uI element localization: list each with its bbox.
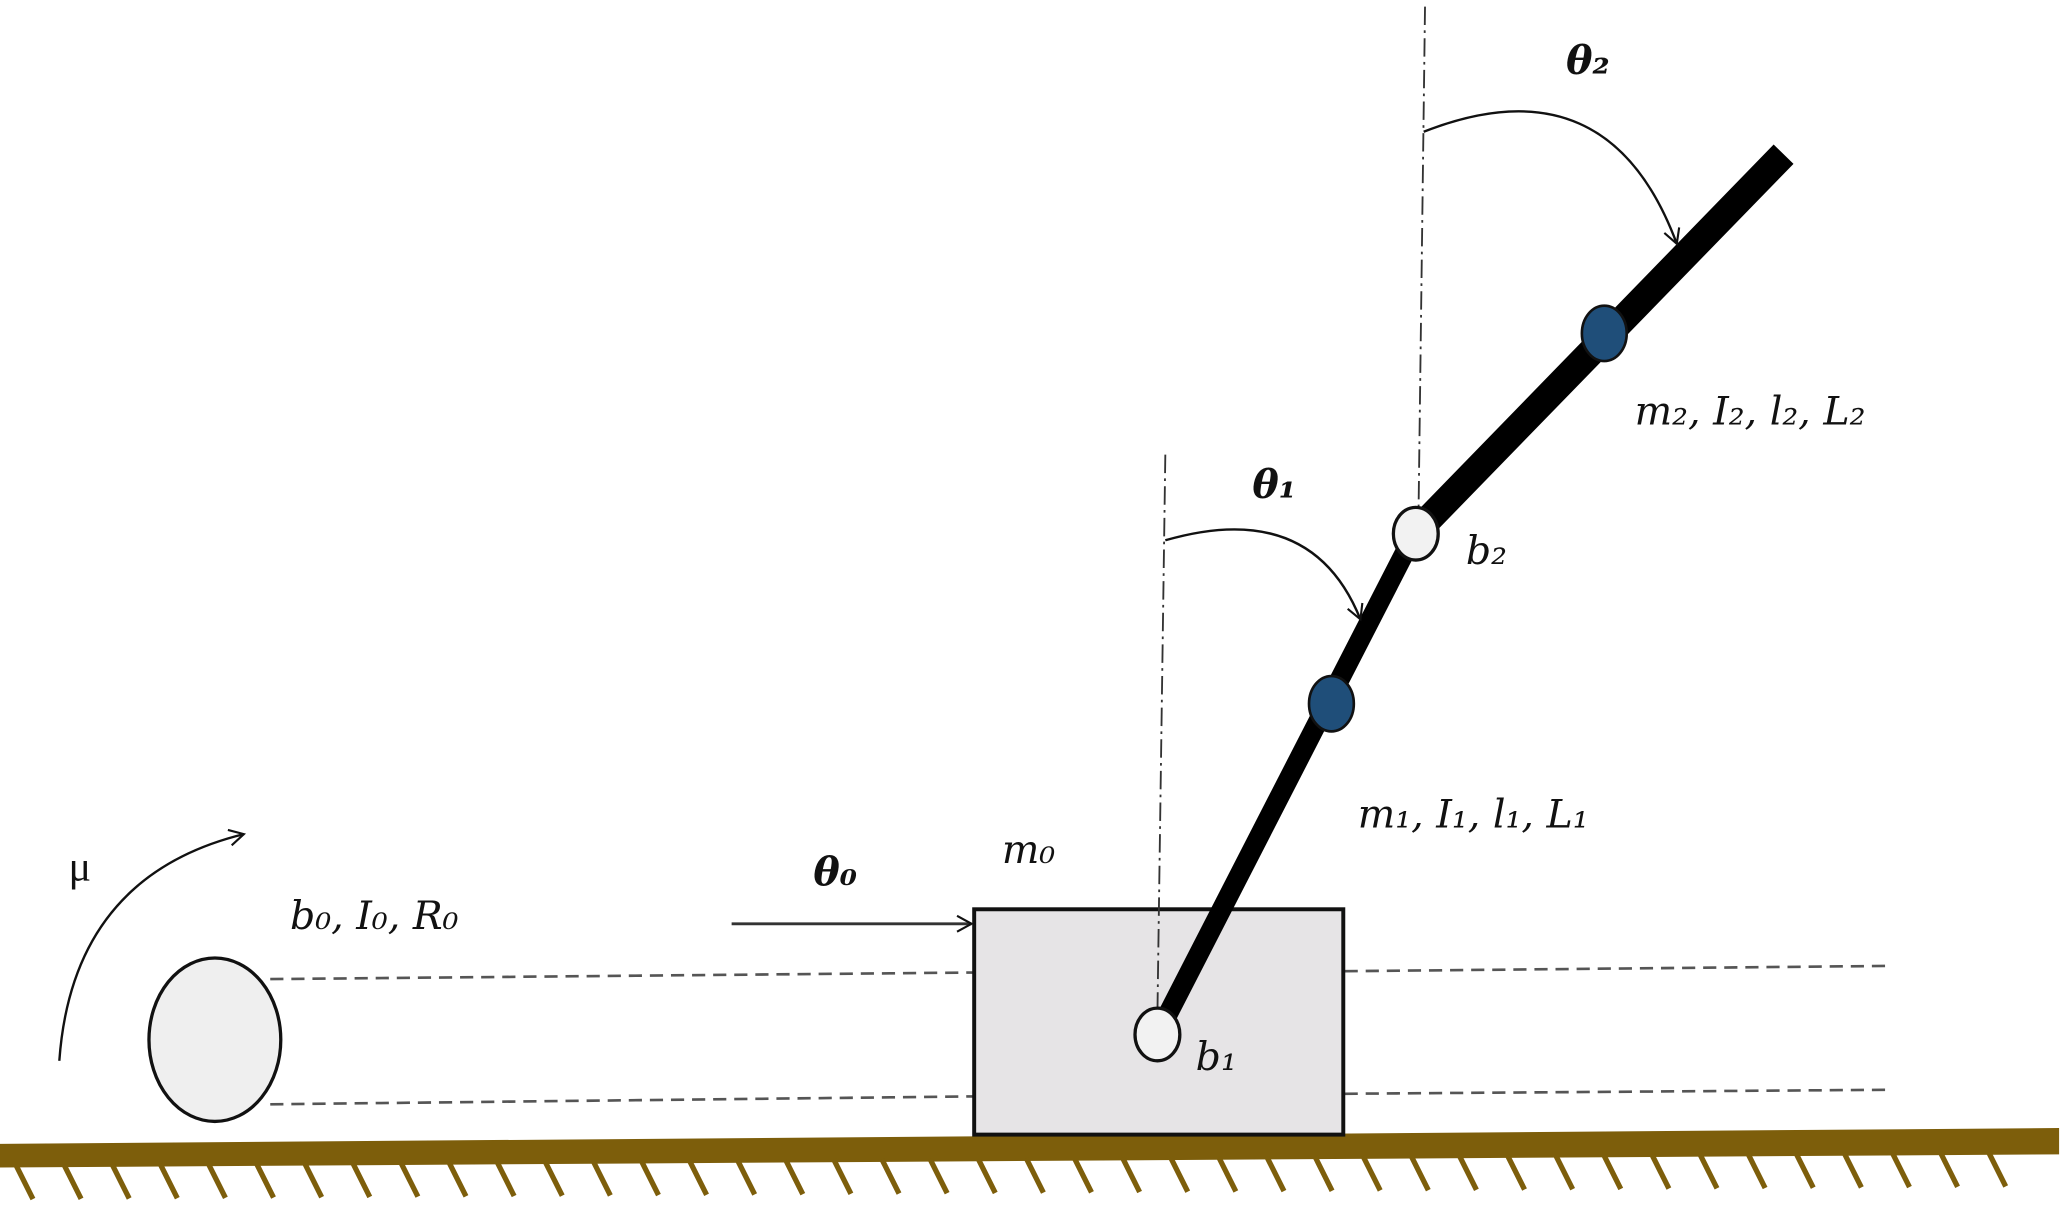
- ground-hatch-mark: [1745, 1152, 1768, 1190]
- ground-hatch-mark: [1264, 1155, 1287, 1193]
- ground-hatch-mark: [1938, 1151, 1960, 1188]
- theta1-arc-arrow: [1164, 528, 1364, 622]
- ground-hatch-mark: [398, 1161, 421, 1198]
- ground-hatch-mark: [687, 1159, 709, 1196]
- label-b1: b₁: [1196, 1034, 1237, 1080]
- ground-hatch-mark: [1986, 1151, 2009, 1188]
- ground-hatch-mark: [1168, 1156, 1191, 1193]
- ground-hatch-mark: [1312, 1155, 1335, 1192]
- ground-hatch-mark: [205, 1162, 228, 1200]
- ground-hatch-mark: [1360, 1155, 1383, 1192]
- pendulum-link-1: [1148, 529, 1424, 1039]
- label-mu: μ: [69, 843, 92, 890]
- ground-hatch-mark: [1697, 1152, 1720, 1190]
- joint-b2: [1391, 505, 1440, 562]
- ground-hatch-mark: [254, 1162, 276, 1199]
- ground-hatch-mark: [13, 1163, 36, 1201]
- label-theta1: θ₁: [1252, 462, 1296, 508]
- ground-hatch-mark: [735, 1159, 758, 1196]
- ground-hatch-mark: [1456, 1154, 1479, 1192]
- label-wheel-params: b₀, I₀, R₀: [290, 893, 459, 939]
- label-link2-params: m₂, I₂, l₂, L₂: [1635, 388, 1866, 434]
- ground-hatch-mark: [1023, 1157, 1046, 1194]
- label-b2: b₂: [1466, 528, 1507, 574]
- ground-hatch-mark: [879, 1158, 902, 1195]
- ground-hatch-mark: [542, 1160, 565, 1197]
- ground-hatch-mark: [494, 1160, 517, 1198]
- ground-hatch-mark: [446, 1160, 469, 1198]
- guide-lines: [270, 964, 1886, 1106]
- ground-hatch-mark: [590, 1159, 613, 1197]
- vertical-reference-link2: [1417, 6, 1426, 521]
- ground-hatch-mark: [157, 1162, 180, 1200]
- guide-line-top-right: [1344, 964, 1886, 973]
- ground-hatch-mark: [975, 1157, 998, 1195]
- guide-line-top-left: [270, 971, 973, 981]
- guide-line-bottom-right: [1344, 1088, 1886, 1096]
- ground-band: [0, 1128, 2060, 1168]
- ground-hatch-mark: [1889, 1151, 1912, 1189]
- theta2-arc-arrow: [1423, 110, 1681, 246]
- label-m0: m₀: [1002, 827, 1055, 873]
- ground-hatch-mark: [1216, 1155, 1239, 1193]
- guide-line-bottom-left: [270, 1095, 973, 1106]
- label-theta0: θ₀: [813, 850, 857, 896]
- ground-hatch-mark: [1553, 1153, 1576, 1191]
- ground: [0, 1128, 2060, 1201]
- ground-hatch-mark: [350, 1161, 373, 1199]
- ground-hatch-mark: [1505, 1154, 1527, 1191]
- ground-hatch-mark: [1649, 1153, 1672, 1190]
- ground-hatching: [13, 1151, 2009, 1201]
- ground-hatch-mark: [831, 1158, 854, 1196]
- mu-rotation-arrow: [58, 828, 247, 1061]
- ground-hatch-mark: [1601, 1153, 1624, 1191]
- ground-hatch-mark: [783, 1158, 806, 1196]
- ground-hatch-mark: [638, 1159, 661, 1197]
- mass-link-1: [1307, 674, 1356, 733]
- ground-hatch-mark: [1120, 1156, 1142, 1194]
- ground-hatch-mark: [1841, 1151, 1864, 1189]
- label-theta2: θ₂: [1566, 38, 1610, 84]
- ground-hatch-mark: [109, 1163, 132, 1200]
- label-link1-params: m₁, I₁, l₁, L₁: [1358, 792, 1589, 838]
- ground-hatch-mark: [1408, 1154, 1431, 1192]
- vertical-reference-link1: [1156, 454, 1167, 1015]
- ground-hatch-mark: [927, 1157, 950, 1195]
- ground-hatch-mark: [1072, 1156, 1094, 1194]
- ground-hatch-mark: [61, 1163, 84, 1200]
- joint-b1: [1133, 1006, 1182, 1063]
- ground-hatch-mark: [1793, 1152, 1816, 1189]
- ground-hatch-mark: [302, 1161, 325, 1199]
- mass-link-2: [1580, 304, 1629, 363]
- wheel: [147, 956, 283, 1124]
